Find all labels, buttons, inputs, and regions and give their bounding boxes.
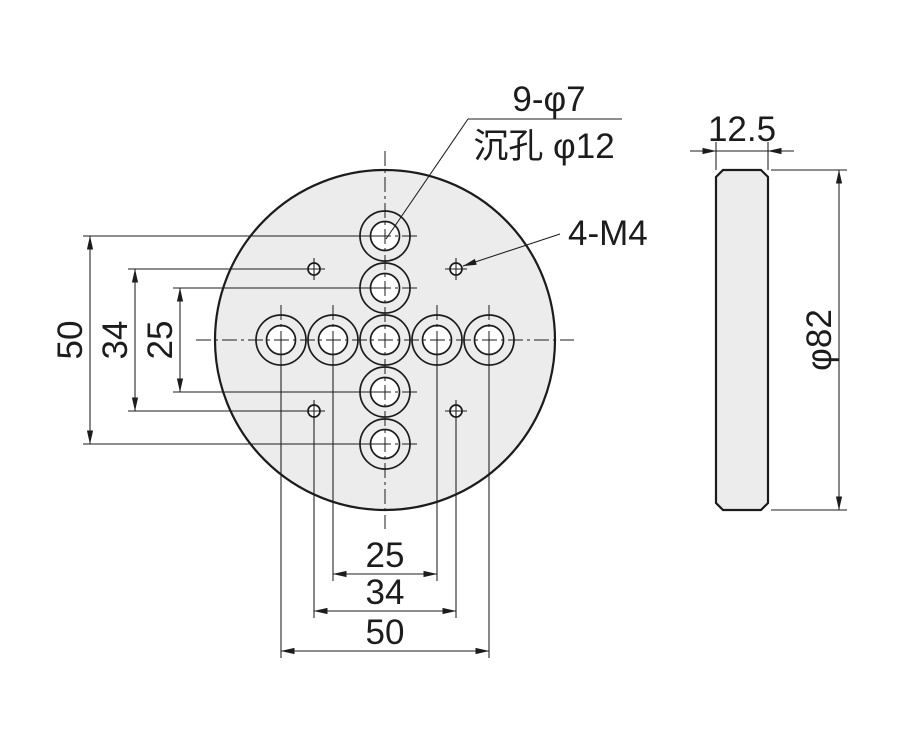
centerlines bbox=[196, 151, 574, 529]
dim-bottom-25: 25 bbox=[332, 340, 438, 581]
dim-text-horizontal-inner: 25 bbox=[366, 536, 405, 575]
dim-text-vertical-middle: 34 bbox=[96, 321, 135, 360]
dim-text-horizontal-middle: 34 bbox=[366, 573, 405, 612]
side-view: 12.5 φ82 bbox=[690, 110, 847, 512]
side-profile bbox=[714, 168, 770, 512]
front-view: 50 34 25 25 34 bbox=[51, 80, 648, 658]
dim-thickness: 12.5 bbox=[690, 110, 794, 170]
counterbore-callout: 9-φ7 沉孔 φ12 bbox=[385, 80, 622, 240]
dim-text-diameter: φ82 bbox=[800, 309, 839, 371]
dim-left-50: 50 bbox=[51, 235, 385, 445]
counterbore-callout-line2: 沉孔 φ12 bbox=[473, 127, 614, 166]
dim-diameter: φ82 bbox=[771, 169, 847, 511]
leader-line bbox=[462, 233, 561, 267]
dim-bottom-50: 50 bbox=[280, 340, 490, 658]
dim-bottom-34: 34 bbox=[313, 411, 457, 618]
dim-left-25: 25 bbox=[141, 287, 385, 393]
tap-callout-text: 4-M4 bbox=[568, 214, 648, 253]
counterbore-callout-line1: 9-φ7 bbox=[512, 80, 585, 119]
tap-callout: 4-M4 bbox=[462, 214, 648, 267]
dim-text-vertical-inner: 25 bbox=[141, 321, 180, 360]
dim-left-34: 34 bbox=[96, 268, 314, 412]
dim-text-thickness: 12.5 bbox=[708, 110, 776, 149]
leader-line bbox=[385, 118, 469, 240]
dim-text-horizontal-outer: 50 bbox=[366, 613, 405, 652]
dim-text-vertical-outer: 50 bbox=[51, 321, 90, 360]
